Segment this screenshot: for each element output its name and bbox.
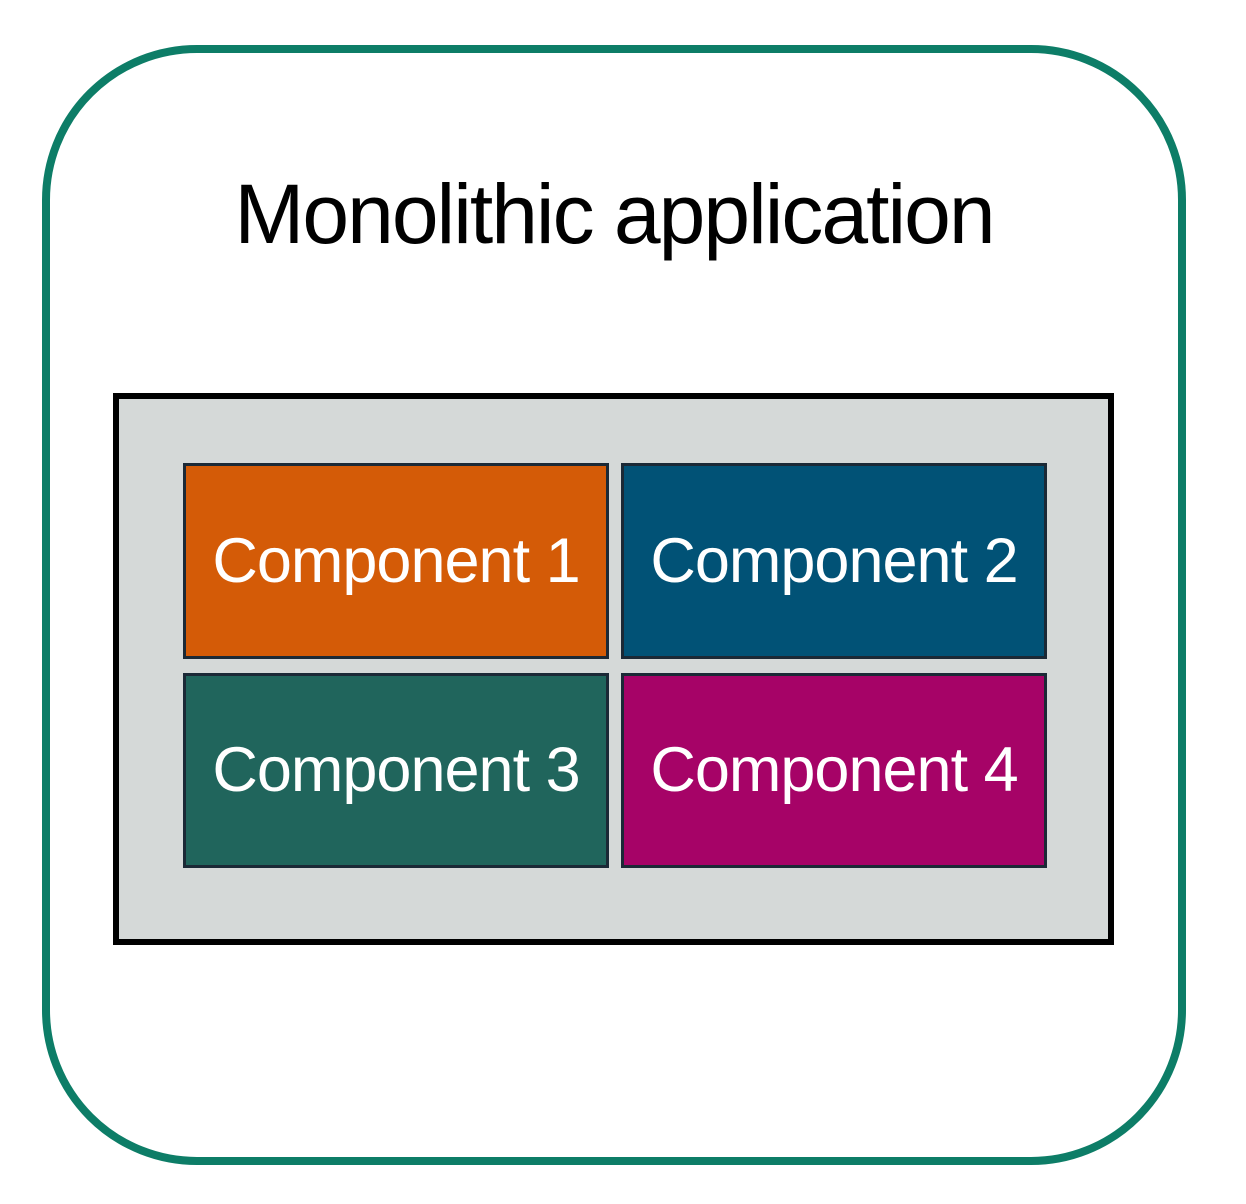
component-2-box: Component 2 xyxy=(621,463,1047,659)
component-3-label: Component 3 xyxy=(212,735,580,806)
component-1-box: Component 1 xyxy=(183,463,609,659)
component-4-box: Component 4 xyxy=(621,672,1047,868)
component-1-label: Component 1 xyxy=(212,525,580,596)
component-4-label: Component 4 xyxy=(650,735,1018,806)
diagram-title: Monolithic application xyxy=(234,167,995,261)
component-2-label: Component 2 xyxy=(650,525,1018,596)
application-container: Component 1 Component 2 Component 3 Comp… xyxy=(113,393,1114,945)
component-3-box: Component 3 xyxy=(183,672,609,868)
